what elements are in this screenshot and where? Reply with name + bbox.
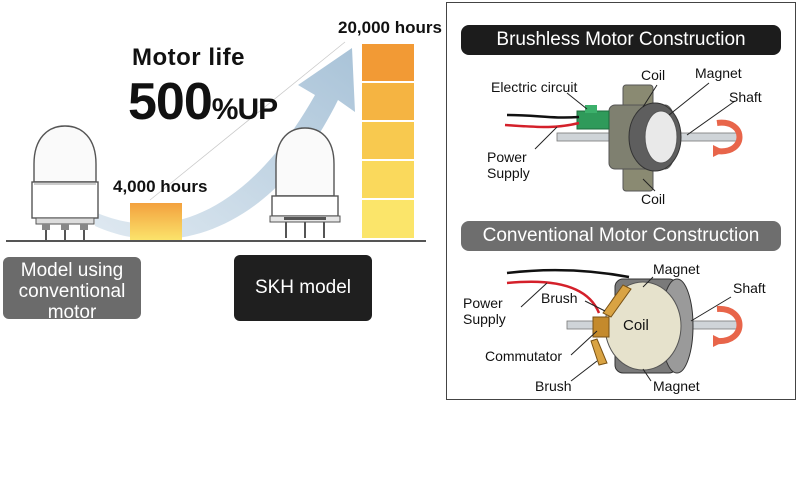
conventional-hours-bar (130, 203, 182, 240)
conventional-label-brush-bottom: Brush (535, 378, 572, 394)
conventional-motor-diagram (506, 268, 743, 382)
motor-life-comparison: Motor life 500%UP 4,000 hours 20 (0, 0, 442, 340)
brushless-label-magnet: Magnet (695, 65, 742, 81)
skh-model-label: SKH model (234, 255, 372, 321)
headline-suffix: %UP (211, 93, 278, 126)
headline-number: 500 (128, 73, 213, 131)
skh-hours-bar (362, 44, 414, 240)
conventional-label-brush-top: Brush (541, 290, 578, 306)
conventional-label-coil: Coil (623, 317, 649, 334)
brushless-label-electric-circuit: Electric circuit (491, 79, 578, 95)
brushless-label-shaft: Shaft (729, 89, 762, 105)
conventional-label-commutator: Commutator (485, 348, 563, 364)
conventional-title: Conventional Motor Construction (461, 221, 781, 251)
conventional-model-label: Model using conventional motor (3, 257, 141, 323)
conventional-hours-label: 4,000 hours (113, 177, 208, 196)
conventional-label-magnet-top: Magnet (653, 261, 700, 277)
brushless-title: Brushless Motor Construction (461, 25, 781, 55)
chart-baseline (6, 240, 426, 242)
headline-motor-life: Motor life (132, 44, 245, 71)
conventional-signal-light-illustration (31, 125, 99, 240)
brushless-label-coil-bottom: Coil (641, 191, 666, 207)
motor-construction-panel: Brushless Motor Construction Electric ci… (446, 2, 796, 400)
brushless-label-coil-top: Coil (641, 67, 666, 83)
conventional-label-magnet-bottom: Magnet (653, 378, 700, 394)
conventional-label-shaft: Shaft (733, 280, 766, 296)
brushless-motor-diagram (504, 82, 743, 192)
headline-500-percent: 500%UP (128, 73, 278, 138)
brushless-label-power-supply: Power Supply (487, 149, 530, 181)
skh-signal-light-illustration (269, 127, 341, 238)
skh-hours-label: 20,000 hours (338, 18, 442, 37)
conventional-label-power-supply: Power Supply (463, 295, 506, 327)
